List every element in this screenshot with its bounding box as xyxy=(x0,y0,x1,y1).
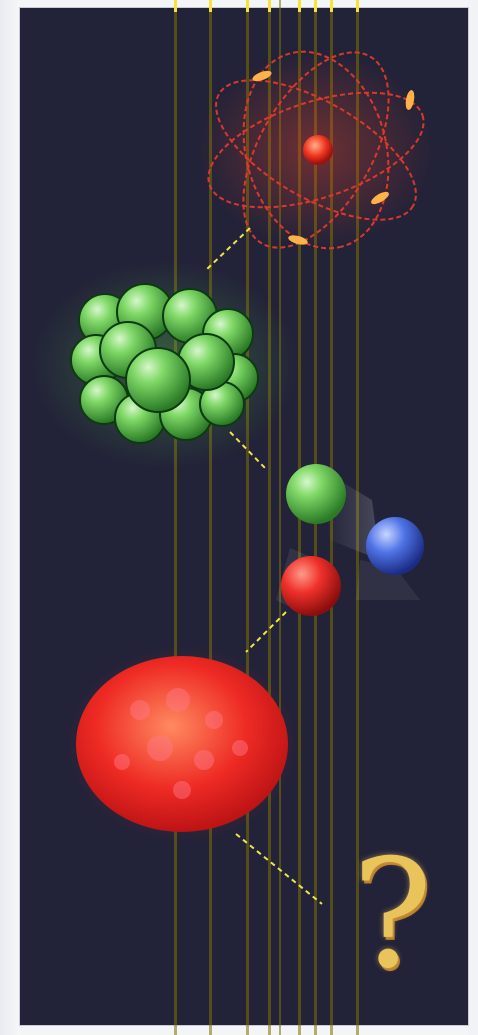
atom-illustration xyxy=(195,28,438,271)
red-sphere xyxy=(281,556,341,616)
large-red-sphere xyxy=(64,644,300,844)
green-sphere xyxy=(286,464,346,524)
connector-line xyxy=(206,228,250,270)
nucleon-sphere xyxy=(126,348,190,412)
blue-sphere xyxy=(366,517,424,575)
atom-nucleus xyxy=(303,135,333,165)
question-mark: ? xyxy=(352,840,432,990)
stripe-tops xyxy=(174,0,359,12)
nucleus-cluster xyxy=(30,260,300,470)
